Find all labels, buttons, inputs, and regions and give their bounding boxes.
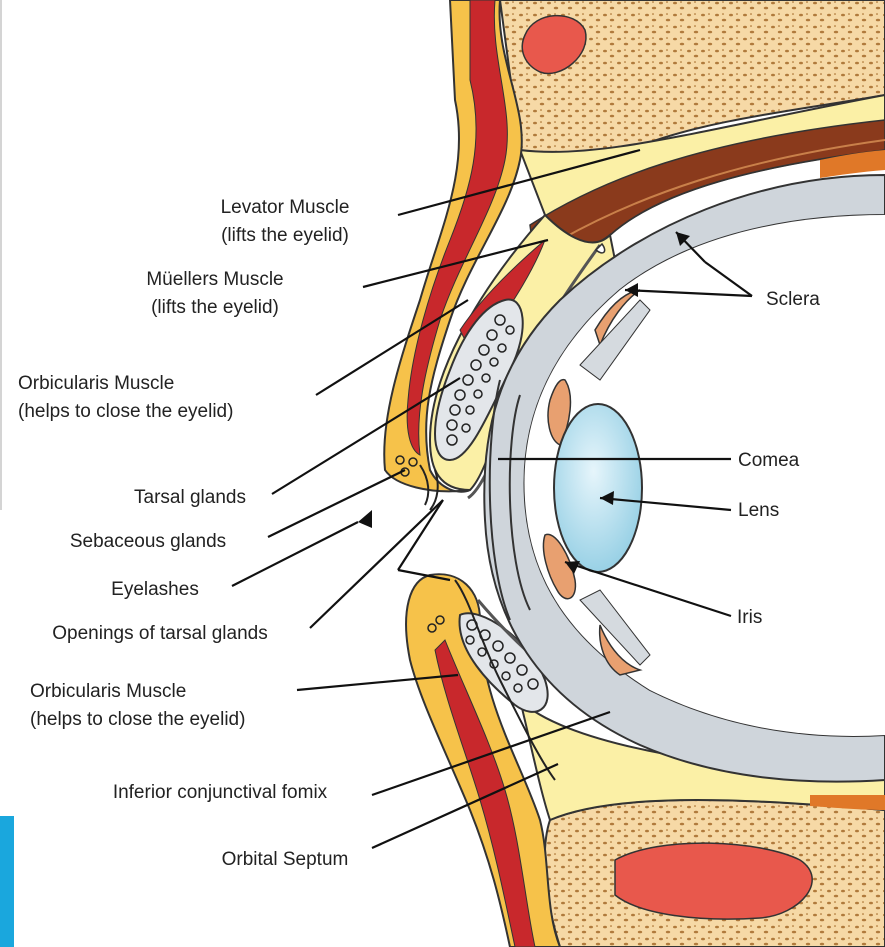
lens — [554, 404, 642, 572]
label-inferior-conjunctival-fornix: Inferior conjunctival fomix — [80, 779, 360, 807]
label-sebaceous-glands: Sebaceous glands — [48, 528, 248, 556]
label-lens: Lens — [738, 497, 808, 525]
label-orbital-septum: Orbital Septum — [195, 846, 375, 874]
label-muellers-muscle: Müellers Muscle(lifts the eyelid) — [115, 266, 315, 322]
label-levator-muscle: Levator Muscle(lifts the eyelid) — [195, 194, 375, 250]
label-cornea: Comea — [738, 447, 828, 475]
label-sclera: Sclera — [766, 286, 846, 314]
lower-orbital-bone — [545, 800, 885, 947]
label-openings-tarsal-glands: Openings of tarsal glands — [20, 620, 300, 648]
label-orbicularis-lower: Orbicularis Muscle(helps to close the ey… — [30, 678, 330, 734]
label-orbicularis-upper: Orbicularis Muscle(helps to close the ey… — [18, 370, 318, 426]
label-iris: Iris — [737, 604, 787, 632]
label-eyelashes: Eyelashes — [90, 576, 220, 604]
label-tarsal-glands: Tarsal glands — [110, 484, 270, 512]
